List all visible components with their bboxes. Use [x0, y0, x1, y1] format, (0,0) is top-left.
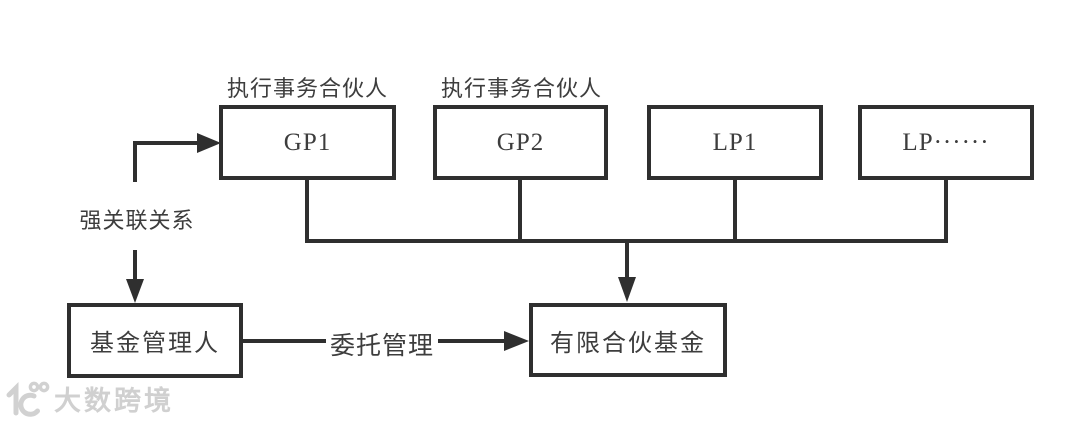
- arrowhead-into-gp1: [197, 133, 221, 153]
- node-lp1: LP1: [647, 105, 823, 180]
- node-gp2: GP2: [433, 105, 608, 180]
- node-lp-more-label: LP······: [902, 128, 990, 156]
- node-lp-fund: 有限合伙基金: [529, 303, 727, 377]
- node-gp2-label: GP2: [496, 128, 545, 156]
- arrowhead-into-lp-fund-left: [504, 331, 529, 351]
- gp1-role-label: 执行事务合伙人: [226, 76, 388, 101]
- node-gp1-label: GP1: [283, 128, 332, 156]
- strong-relation-label: 强关联关系: [79, 208, 195, 233]
- arrowhead-into-fund-manager: [126, 279, 144, 303]
- gp2-role-label: 执行事务合伙人: [440, 76, 602, 101]
- node-lp1-label: LP1: [712, 128, 758, 156]
- node-lp-fund-label: 有限合伙基金: [550, 330, 706, 357]
- node-lp-more: LP······: [858, 105, 1034, 180]
- arrowhead-into-lp-fund-top: [618, 277, 636, 302]
- entrusted-management-label: 委托管理: [326, 326, 439, 362]
- node-gp1: GP1: [219, 105, 396, 180]
- node-fund-manager-label: 基金管理人: [90, 331, 220, 357]
- watermark-text: 大数跨境: [54, 386, 174, 416]
- node-fund-manager: 基金管理人: [67, 303, 243, 378]
- watermark: 大数跨境: [4, 379, 174, 418]
- dashu-logo-icon: [6, 381, 50, 417]
- edge-strong-relation-to-gp1: [133, 141, 199, 182]
